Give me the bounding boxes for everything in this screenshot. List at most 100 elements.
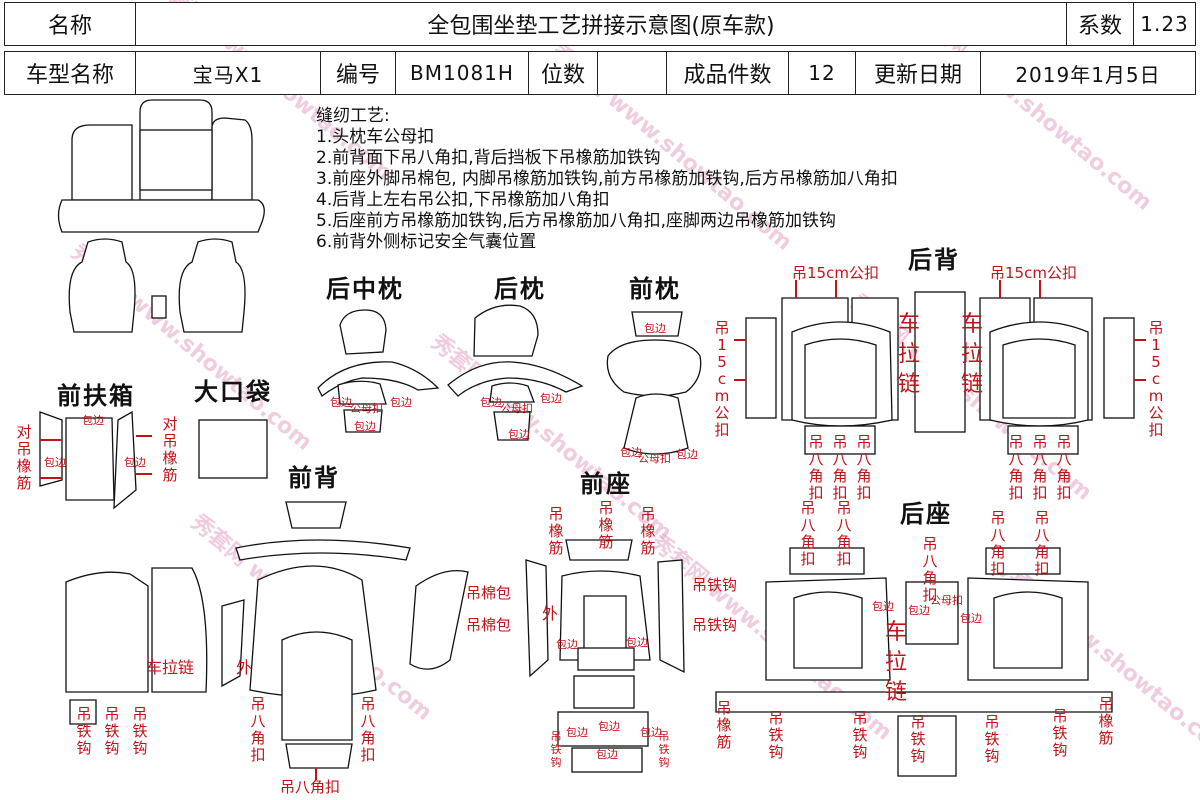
annotation-male-female: 公母扣 xyxy=(638,452,671,465)
annotation-rubber-rear-seat: 吊橡筋 xyxy=(1098,695,1114,747)
annotation-outer: 外 xyxy=(236,658,253,677)
rear-seat-pattern xyxy=(715,547,1113,777)
front-seat-overview xyxy=(68,238,246,333)
annotation-opposite-rubber-left: 对吊橡筋 xyxy=(16,423,32,492)
annotation-octagon-rear-back: 吊八角扣 xyxy=(1056,433,1072,502)
annotation-iron-hook-front-seat: 吊铁钩 xyxy=(692,576,738,594)
annotation-opposite-rubber-right: 对吊橡筋 xyxy=(162,415,178,484)
position-label: 位数 xyxy=(528,51,598,95)
annotation-binding: 包边 xyxy=(44,456,66,469)
annotation-side-15cm-right: 吊15cm公扣 xyxy=(1148,319,1164,439)
annotation-iron-hook: 吊铁钩 xyxy=(76,705,92,757)
pieces-value: 12 xyxy=(788,51,856,95)
front-headrest-pattern xyxy=(606,311,702,455)
code-label: 编号 xyxy=(320,51,396,95)
position-value xyxy=(597,51,667,95)
annotation-binding: 包边 xyxy=(644,322,666,335)
sewing-notes: 缝纫工艺: 1.头枕车公母扣 2.前背面下吊八角扣,背后挡板下吊橡筋加铁钩 3.… xyxy=(316,106,898,253)
annotation-binding: 包边 xyxy=(124,456,146,469)
coef-value: 1.23 xyxy=(1133,2,1196,46)
annotation-zipper-rear-back-right: 车拉链 xyxy=(960,312,983,397)
page-title: 全包围坐垫工艺拼接示意图(原车款) xyxy=(135,2,1067,46)
sewing-note-item: 2.前背面下吊八角扣,背后挡板下吊橡筋加铁钩 xyxy=(316,148,661,168)
annotation-octagon-front-back: 吊八角扣 xyxy=(360,695,376,764)
big-pocket-pattern xyxy=(198,419,268,479)
sewing-notes-title: 缝纫工艺: xyxy=(316,106,390,126)
annotation-iron-hook-rear-seat: 吊铁钩 xyxy=(1052,707,1068,759)
annotation-iron-hook-rear-seat: 吊铁钩 xyxy=(984,713,1000,765)
annotation-rubber-front-seat: 吊橡筋 xyxy=(598,499,614,551)
annotation-binding: 包边 xyxy=(82,414,104,427)
annotation-binding: 包边 xyxy=(540,392,562,405)
model-value: 宝马X1 xyxy=(135,51,321,95)
annotation-cotton-pack: 吊棉包 xyxy=(466,616,512,634)
annotation-zipper-rear-back-left: 车拉链 xyxy=(897,312,920,397)
annotation-binding: 包边 xyxy=(596,748,618,761)
annotation-binding: 包边 xyxy=(354,420,376,433)
annotation-binding: 包边 xyxy=(676,448,698,461)
annotation-iron-hook-front-seat: 吊铁钩 xyxy=(692,616,738,634)
front-seat-pattern xyxy=(525,539,685,773)
annotation-binding: 包边 xyxy=(390,396,412,409)
annotation-octagon-rear-seat: 吊八角扣 xyxy=(800,499,816,568)
annotation-male-female: 公母扣 xyxy=(930,594,963,607)
annotation-binding: 包边 xyxy=(556,638,578,651)
annotation-iron-hook-rear-seat: 吊铁钩 xyxy=(768,709,784,761)
annotation-male-female: 公母扣 xyxy=(350,402,383,415)
armrest-box-pattern xyxy=(39,410,137,510)
annotation-binding: 包边 xyxy=(508,428,530,441)
annotation-octagon-rear-back: 吊八角扣 xyxy=(856,433,872,502)
sewing-note-item: 3.前座外脚吊棉包, 内脚吊橡筋加铁钩,前方吊橡筋加铁钩,后方吊橡筋加八角扣 xyxy=(316,169,898,189)
rear-headrest-pattern xyxy=(447,304,584,441)
annotation-iron-hook: 吊铁钩 xyxy=(104,705,120,757)
annotation-rubber-rear-seat: 吊橡筋 xyxy=(716,699,732,751)
annotation-binding: 包边 xyxy=(640,726,662,739)
annotation-octagon-rear-seat: 吊八角扣 xyxy=(1034,509,1050,578)
annotation-binding: 包边 xyxy=(908,604,930,617)
annotation-octagon-rear-back: 吊八角扣 xyxy=(1008,433,1024,502)
annotation-outer: 外 xyxy=(542,604,559,623)
annotation-octagon-rear-back: 吊八角扣 xyxy=(1032,433,1048,502)
coef-label: 系数 xyxy=(1066,2,1134,46)
annotation-octagon-rear-seat: 吊八角扣 xyxy=(922,535,938,604)
annotation-binding: 包边 xyxy=(330,396,352,409)
annotation-octagon-rear-back: 吊八角扣 xyxy=(832,433,848,502)
rear-seat-overview xyxy=(57,99,265,233)
front-back-pattern xyxy=(65,501,469,769)
annotation-binding: 包边 xyxy=(620,446,642,459)
model-label: 车型名称 xyxy=(4,51,136,95)
rear-seat-title: 后座 xyxy=(900,500,952,528)
rear-back-pattern xyxy=(745,291,1135,455)
annotation-iron-hook-front-seat: 吊铁钩 xyxy=(550,730,562,769)
annotation-binding: 包边 xyxy=(598,720,620,733)
code-value: BM1081H xyxy=(395,51,529,95)
sewing-note-item: 6.前背外侧标记安全气囊位置 xyxy=(316,232,537,252)
annotation-side-15cm-left: 吊15cm公扣 xyxy=(714,319,730,439)
annotation-iron-hook-front-seat: 吊铁钩 xyxy=(658,730,670,769)
annotation-hang-15cm-left: 吊15cm公扣 xyxy=(792,264,879,282)
annotation-rubber-front-seat: 吊橡筋 xyxy=(548,505,564,557)
pieces-label: 成品件数 xyxy=(666,51,789,95)
annotation-binding: 包边 xyxy=(566,726,588,739)
rear-back-title: 后背 xyxy=(908,246,960,274)
hang-arrows xyxy=(40,280,1146,780)
annotation-cotton-pack: 吊棉包 xyxy=(466,584,512,602)
front-back-title: 前背 xyxy=(288,464,340,492)
annotation-octagon-rear-back: 吊八角扣 xyxy=(808,433,824,502)
sewing-note-item: 4.后背上左右吊公扣,下吊橡筋加八角扣 xyxy=(316,190,610,210)
update-label: 更新日期 xyxy=(855,51,981,95)
name-label: 名称 xyxy=(4,2,136,46)
annotation-iron-hook-rear-seat: 吊铁钩 xyxy=(910,713,926,765)
rear-center-headrest-title: 后中枕 xyxy=(326,275,404,303)
annotation-binding: 包边 xyxy=(480,396,502,409)
annotation-zipper-rear-seat: 车拉链 xyxy=(884,620,907,705)
annotation-octagon-bottom: 吊八角扣 xyxy=(280,778,341,796)
annotation-iron-hook-rear-seat: 吊铁钩 xyxy=(852,709,868,761)
front-headrest-title: 前枕 xyxy=(629,275,681,303)
big-pocket-title: 大口袋 xyxy=(194,378,272,406)
annotation-hang-15cm-right: 吊15cm公扣 xyxy=(990,264,1077,282)
armrest-box-title: 前扶箱 xyxy=(57,382,135,410)
annotation-octagon-rear-seat: 吊八角扣 xyxy=(836,499,852,568)
annotation-binding: 包边 xyxy=(872,600,894,613)
annotation-octagon-rear-seat: 吊八角扣 xyxy=(990,509,1006,578)
